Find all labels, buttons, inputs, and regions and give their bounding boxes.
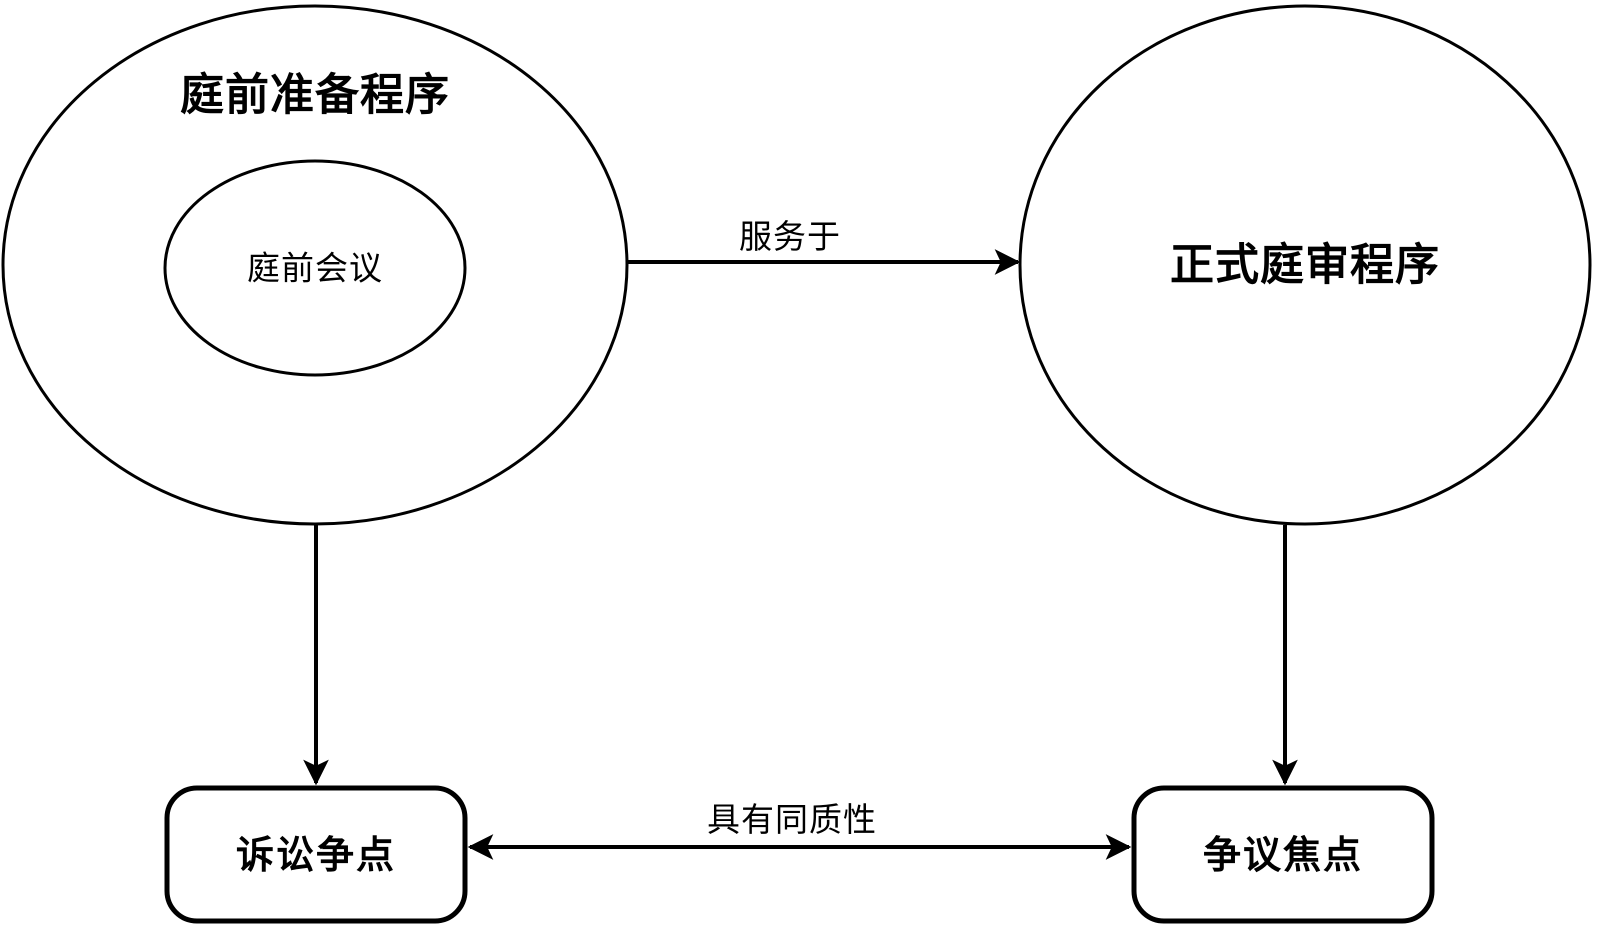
node-formal-trial-procedure-label: 正式庭审程序 [1170,240,1440,291]
node-disputed-focus[interactable]: 争议焦点 [1131,785,1435,924]
node-litigation-issues[interactable]: 诉讼争点 [164,785,468,924]
edge-serves: 服务于 [627,217,1021,275]
node-pretrial-procedure-label: 庭前准备程序 [180,70,450,121]
node-pretrial-conference[interactable]: 庭前会议 [163,159,467,377]
node-litigation-issues-label: 诉讼争点 [236,833,396,877]
node-formal-trial-procedure[interactable]: 正式庭审程序 [1018,4,1592,526]
edge-serves-label: 服务于 [739,217,841,256]
edge-homogeneity-label: 具有同质性 [707,800,877,839]
node-disputed-focus-shape[interactable] [1131,785,1435,924]
node-pretrial-conference-label: 庭前会议 [247,249,383,288]
edge-homogeneity: 具有同质性 [467,800,1132,860]
node-pretrial-conference-shape[interactable] [163,159,467,377]
node-litigation-issues-shape[interactable] [164,785,468,924]
node-disputed-focus-label: 争议焦点 [1203,833,1363,877]
node-formal-trial-procedure-shape[interactable] [1018,4,1592,526]
